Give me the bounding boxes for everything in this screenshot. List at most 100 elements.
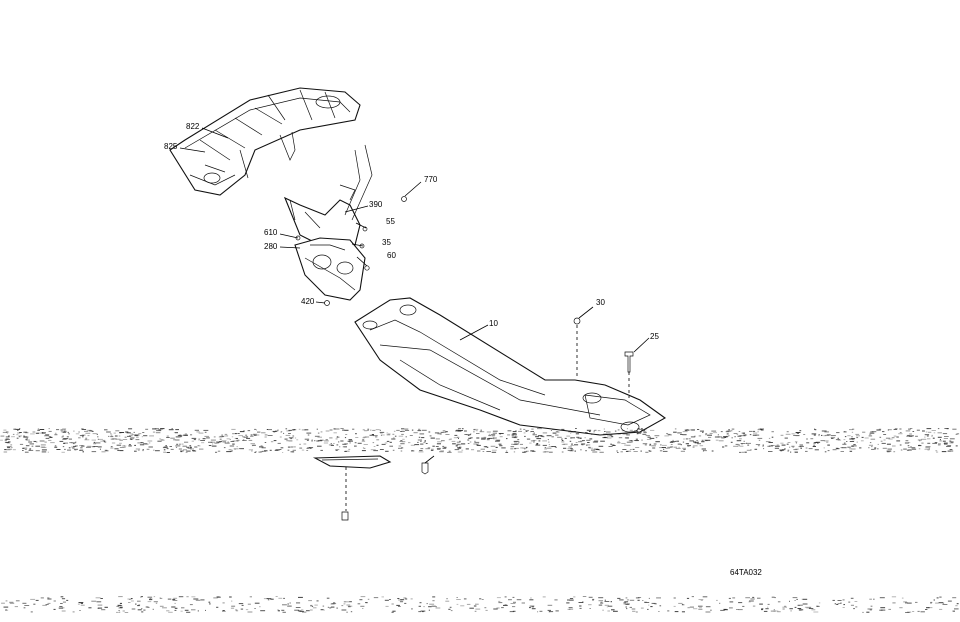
noise-speck <box>48 430 52 432</box>
noise-speck <box>880 440 883 442</box>
callout-280: 280 <box>264 242 278 251</box>
noise-speck <box>316 428 318 430</box>
noise-speck <box>202 438 206 440</box>
noise-speck <box>626 599 630 601</box>
noise-speck <box>851 448 856 450</box>
noise-speck <box>836 448 840 450</box>
noise-speck <box>655 441 660 443</box>
noise-speck <box>667 433 671 435</box>
noise-speck <box>547 439 549 441</box>
noise-speck <box>486 446 489 448</box>
noise-speck <box>635 438 638 440</box>
noise-speck <box>280 431 283 432</box>
noise-speck <box>644 602 650 603</box>
noise-speck <box>17 429 19 431</box>
callout-labels: 822 825 770 390 55 610 35 280 60 420 30 … <box>164 122 762 577</box>
noise-speck <box>222 441 226 443</box>
noise-speck <box>307 447 311 449</box>
noise-speck <box>806 438 808 440</box>
noise-speck <box>226 451 231 453</box>
noise-speck <box>555 610 559 612</box>
noise-speck <box>114 448 119 450</box>
noise-speck <box>340 440 344 442</box>
noise-speck <box>401 441 406 443</box>
noise-speck <box>626 437 629 439</box>
noise-speck <box>457 447 460 449</box>
noise-speck <box>691 596 694 598</box>
noise-speck <box>710 609 712 611</box>
noise-speck <box>421 429 427 431</box>
noise-speck <box>376 444 379 446</box>
noise-speck <box>379 449 384 450</box>
noise-speck <box>609 434 613 436</box>
noise-speck <box>184 433 187 435</box>
noise-speck <box>379 429 381 431</box>
noise-speck <box>372 442 375 444</box>
noise-speck <box>696 441 699 443</box>
noise-speck <box>242 440 247 441</box>
noise-speck <box>626 450 632 452</box>
noise-speck <box>899 607 903 609</box>
noise-speck <box>678 602 683 604</box>
noise-speck <box>168 429 174 431</box>
noise-speck <box>354 445 357 447</box>
noise-speck <box>931 435 933 437</box>
noise-speck <box>931 434 933 436</box>
noise-speck <box>231 428 236 430</box>
noise-speck <box>774 597 776 599</box>
noise-speck <box>626 434 630 436</box>
noise-speck <box>224 433 228 435</box>
noise-speck <box>729 601 734 603</box>
noise-speck <box>673 431 677 433</box>
noise-speck <box>47 451 49 453</box>
noise-speck <box>513 451 516 453</box>
noise-speck <box>314 440 316 442</box>
noise-speck <box>793 434 796 436</box>
noise-speck <box>878 428 882 430</box>
noise-speck <box>439 451 444 453</box>
noise-speck <box>277 429 279 431</box>
noise-speck <box>56 429 60 431</box>
noise-speck <box>63 442 68 444</box>
noise-speck <box>357 603 361 605</box>
noise-speck <box>81 434 86 436</box>
noise-speck <box>789 600 790 602</box>
noise-speck <box>561 451 564 453</box>
noise-speck <box>592 441 598 443</box>
noise-speck <box>687 445 690 447</box>
noise-speck <box>78 431 80 433</box>
noise-speck <box>880 609 886 611</box>
noise-speck <box>747 444 750 446</box>
noise-speck <box>851 431 854 433</box>
noise-speck <box>431 448 434 450</box>
noise-speck <box>697 443 701 445</box>
noise-speck <box>705 440 708 442</box>
noise-speck <box>551 446 556 447</box>
noise-speck <box>432 600 435 602</box>
noise-speck <box>372 435 378 437</box>
noise-speck <box>582 596 587 597</box>
noise-speck <box>45 437 50 439</box>
noise-speck <box>949 449 953 450</box>
noise-speck <box>773 609 775 611</box>
noise-speck <box>470 437 473 439</box>
noise-speck <box>186 596 189 598</box>
noise-speck <box>531 428 534 430</box>
noise-speck <box>143 435 148 437</box>
rear-bracket <box>283 144 373 251</box>
noise-speck <box>621 443 626 444</box>
noise-speck <box>266 429 268 430</box>
noise-speck <box>68 438 72 440</box>
noise-speck <box>942 604 948 605</box>
noise-speck <box>453 437 458 439</box>
noise-speck <box>790 610 792 612</box>
noise-speck <box>570 437 575 439</box>
noise-speck <box>522 451 526 453</box>
noise-speck <box>910 428 913 429</box>
noise-speck <box>4 449 7 451</box>
noise-speck <box>359 599 363 601</box>
noise-speck <box>686 597 690 599</box>
noise-speck <box>66 436 69 438</box>
noise-speck <box>142 432 145 433</box>
noise-speck <box>647 608 649 610</box>
